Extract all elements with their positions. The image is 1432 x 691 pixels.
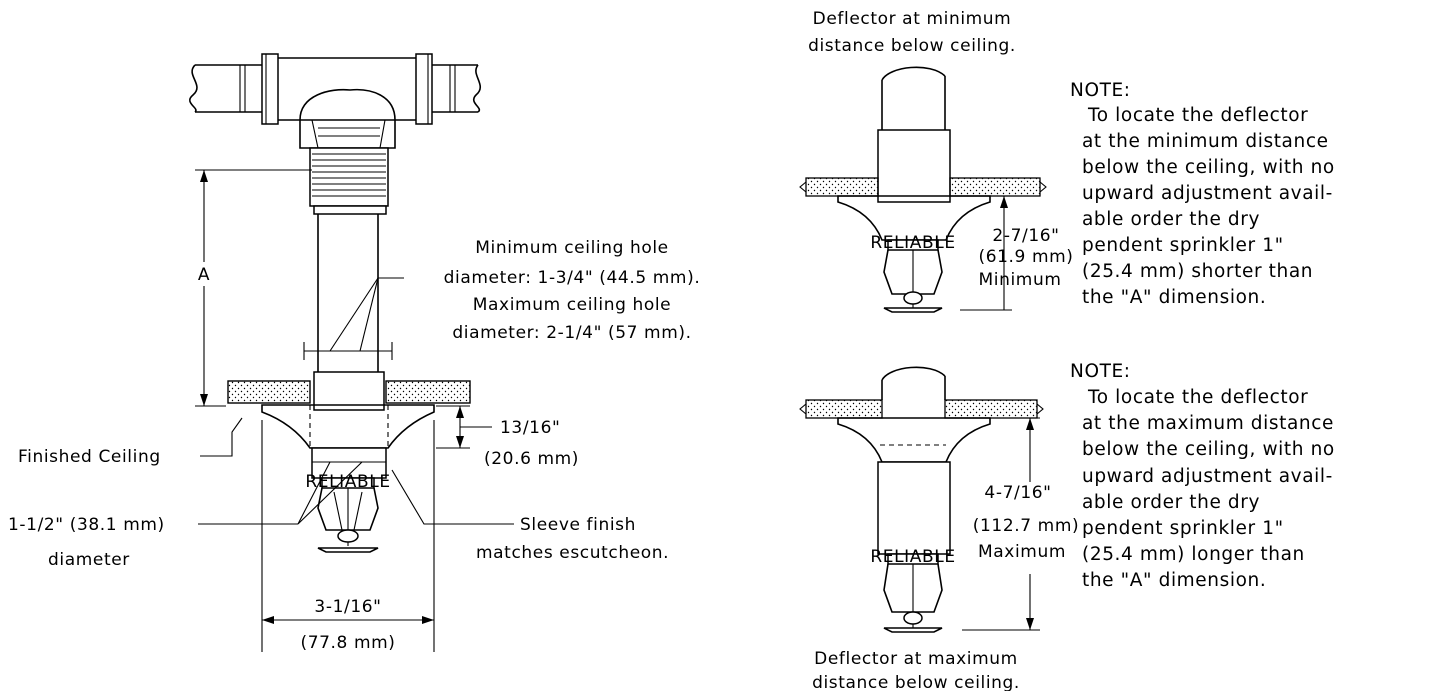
- escutcheon-inches: 3-1/16": [314, 597, 381, 617]
- min-note-title: NOTE:: [1070, 80, 1131, 101]
- sleeve-finish-line-1: Sleeve finish: [520, 515, 636, 535]
- left-assembly-view: RELIABLE A Minimum ceiling hole: [8, 53, 701, 653]
- max-note-line-6: pendent sprinkler 1": [1082, 518, 1284, 539]
- max-caption-line-2: distance below ceiling.: [812, 673, 1020, 691]
- min-note-line-8: the "A" dimension.: [1082, 287, 1266, 308]
- finished-ceiling-callout: Finished Ceiling: [18, 417, 243, 467]
- recess-mm: (20.6 mm): [484, 449, 579, 469]
- min-note-line-4: upward adjustment avail-: [1082, 183, 1333, 204]
- sleeve: [313, 371, 385, 411]
- min-sprinkler-head: RELIABLE: [870, 233, 955, 313]
- escutcheon-diameter-dimension: 3-1/16" (77.8 mm): [261, 420, 435, 653]
- min-note-line-2: at the minimum distance: [1082, 131, 1329, 152]
- hole-note-line-3: Maximum ceiling hole: [473, 295, 671, 315]
- max-dim-mm: (112.7 mm): [973, 516, 1079, 536]
- min-dimension: 2-7/16" (61.9 mm) Minimum: [960, 195, 1073, 311]
- max-note-line-7: (25.4 mm) longer than: [1082, 544, 1305, 565]
- max-dim-word: Maximum: [978, 542, 1066, 562]
- min-drop-pipe: [877, 66, 951, 203]
- max-note-title: NOTE:: [1070, 361, 1131, 382]
- max-note-line-1: To locate the deflector: [1087, 387, 1308, 408]
- sleeve-finish-callout: Sleeve finish matches escutcheon.: [391, 469, 669, 563]
- max-caption-line-1: Deflector at maximum: [814, 649, 1018, 669]
- max-dim-inches: 4-7/16": [984, 483, 1051, 503]
- escutcheon-mm: (77.8 mm): [300, 633, 395, 653]
- min-caption-line-2: distance below ceiling.: [808, 36, 1016, 56]
- escutcheon: [261, 404, 435, 479]
- max-drop-pipe: [881, 366, 946, 400]
- hole-note-line-4: diameter: 2-1/4" (57 mm).: [452, 323, 691, 343]
- sleeve-diameter-dimension: 1-1/2" (38.1 mm) diameter: [8, 461, 386, 570]
- min-caption-line-1: Deflector at minimum: [813, 9, 1012, 29]
- min-note-line-1: To locate the deflector: [1087, 105, 1308, 126]
- min-dim-word: Minimum: [979, 270, 1062, 290]
- finished-ceiling-section: [227, 380, 471, 404]
- sleeve-diameter-inches: 1-1/2" (38.1 mm): [8, 515, 165, 535]
- hole-note-line-2: diameter: 1-3/4" (44.5 mm).: [444, 268, 701, 288]
- dimension-a-label: A: [198, 265, 210, 285]
- max-note: NOTE: To locate the deflector at the max…: [1070, 361, 1335, 591]
- max-note-line-8: the "A" dimension.: [1082, 570, 1266, 591]
- hole-note-line-1: Minimum ceiling hole: [475, 238, 669, 258]
- min-dim-mm: (61.9 mm): [978, 247, 1073, 267]
- sprinkler-head: RELIABLE: [305, 472, 390, 553]
- min-ceiling: [799, 177, 1047, 197]
- min-dim-inches: 2-7/16": [992, 226, 1059, 246]
- recess-inches: 13/16": [500, 418, 560, 438]
- brand-mark-min: RELIABLE: [870, 233, 955, 253]
- min-note: NOTE: To locate the deflector at the min…: [1070, 80, 1335, 308]
- minimum-distance-view: Deflector at minimum distance below ceil…: [799, 9, 1335, 313]
- threaded-nipple: [309, 147, 389, 215]
- finished-ceiling-label: Finished Ceiling: [18, 447, 161, 467]
- maximum-distance-view: RELIABLE 4-7/16" (112.7 mm) Maximum NOTE…: [799, 361, 1335, 691]
- max-note-line-2: at the maximum distance: [1082, 413, 1334, 434]
- max-sprinkler-head: RELIABLE: [870, 547, 955, 633]
- sleeve-finish-line-2: matches escutcheon.: [476, 543, 669, 563]
- min-escutcheon: [837, 195, 991, 241]
- brand-mark-left: RELIABLE: [305, 472, 390, 492]
- max-note-line-5: able order the dry: [1082, 492, 1260, 513]
- max-dimension: 4-7/16" (112.7 mm) Maximum: [962, 417, 1082, 631]
- min-note-line-6: pendent sprinkler 1": [1082, 235, 1284, 256]
- max-escutcheon: [837, 417, 991, 555]
- brand-mark-max: RELIABLE: [870, 547, 955, 567]
- min-note-line-5: able order the dry: [1082, 209, 1260, 230]
- main-pipe: [189, 53, 482, 149]
- sleeve-diameter-word: diameter: [48, 550, 130, 570]
- max-note-line-4: upward adjustment avail-: [1082, 466, 1333, 487]
- recess-dimension: 13/16" (20.6 mm): [436, 405, 579, 469]
- drop-pipe: [317, 214, 379, 372]
- min-note-line-3: below the ceiling, with no: [1082, 157, 1335, 178]
- min-note-line-7: (25.4 mm) shorter than: [1082, 261, 1313, 282]
- max-note-line-3: below the ceiling, with no: [1082, 439, 1335, 460]
- hole-dimension: Minimum ceiling hole diameter: 1-3/4" (4…: [303, 238, 701, 360]
- dimension-a: A: [195, 169, 312, 407]
- max-ceiling: [799, 399, 1044, 419]
